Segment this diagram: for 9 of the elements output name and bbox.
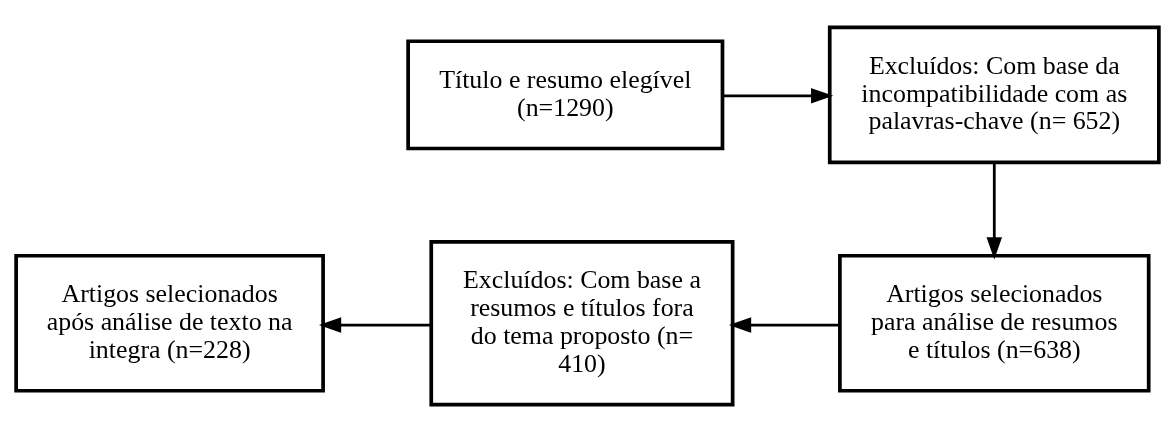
node-box: Excluídos: Com base da incompatibilidade com as palavras-chave (n= 652) — [827, 25, 1161, 165]
arrow — [986, 162, 1003, 260]
arrow — [318, 317, 432, 333]
node-box: Artigos selecionados para análise de resumos e títulos (n=638) — [838, 253, 1151, 393]
node-box: Artigos selecionados após análise de texto na integra (n=228) — [14, 253, 325, 393]
arrow — [722, 88, 834, 104]
node-box: Excluídos: Com base a resumos e títulos fora do tema proposto (n= 410) — [429, 240, 735, 407]
arrow — [728, 317, 840, 333]
node-box: Título e resumo elegível (n=1290) — [406, 39, 725, 151]
